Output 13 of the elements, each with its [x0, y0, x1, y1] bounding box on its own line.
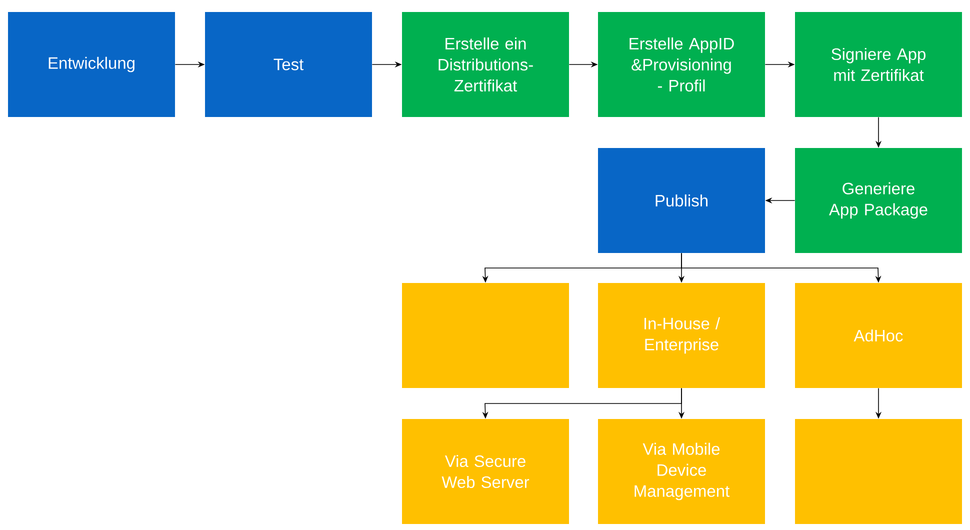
process-box — [402, 283, 569, 388]
process-box: AdHoc — [795, 283, 962, 388]
process-box: Signiere App mit Zertifikat — [795, 12, 962, 117]
process-box: Entwicklung — [8, 12, 175, 117]
process-box: Erstelle ein Distributions-Zertifikat — [402, 12, 569, 117]
process-box: Erstelle AppID &Provisioning - Profil — [598, 12, 765, 117]
process-box: Publish — [598, 148, 765, 253]
process-box: Test — [205, 12, 372, 117]
process-box: Via Mobile Device Management — [598, 419, 765, 524]
process-box — [795, 419, 962, 524]
process-box: Via Secure Web Server — [402, 419, 569, 524]
process-box: Generiere App Package — [795, 148, 962, 253]
process-box: In-House / Enterprise — [598, 283, 765, 388]
